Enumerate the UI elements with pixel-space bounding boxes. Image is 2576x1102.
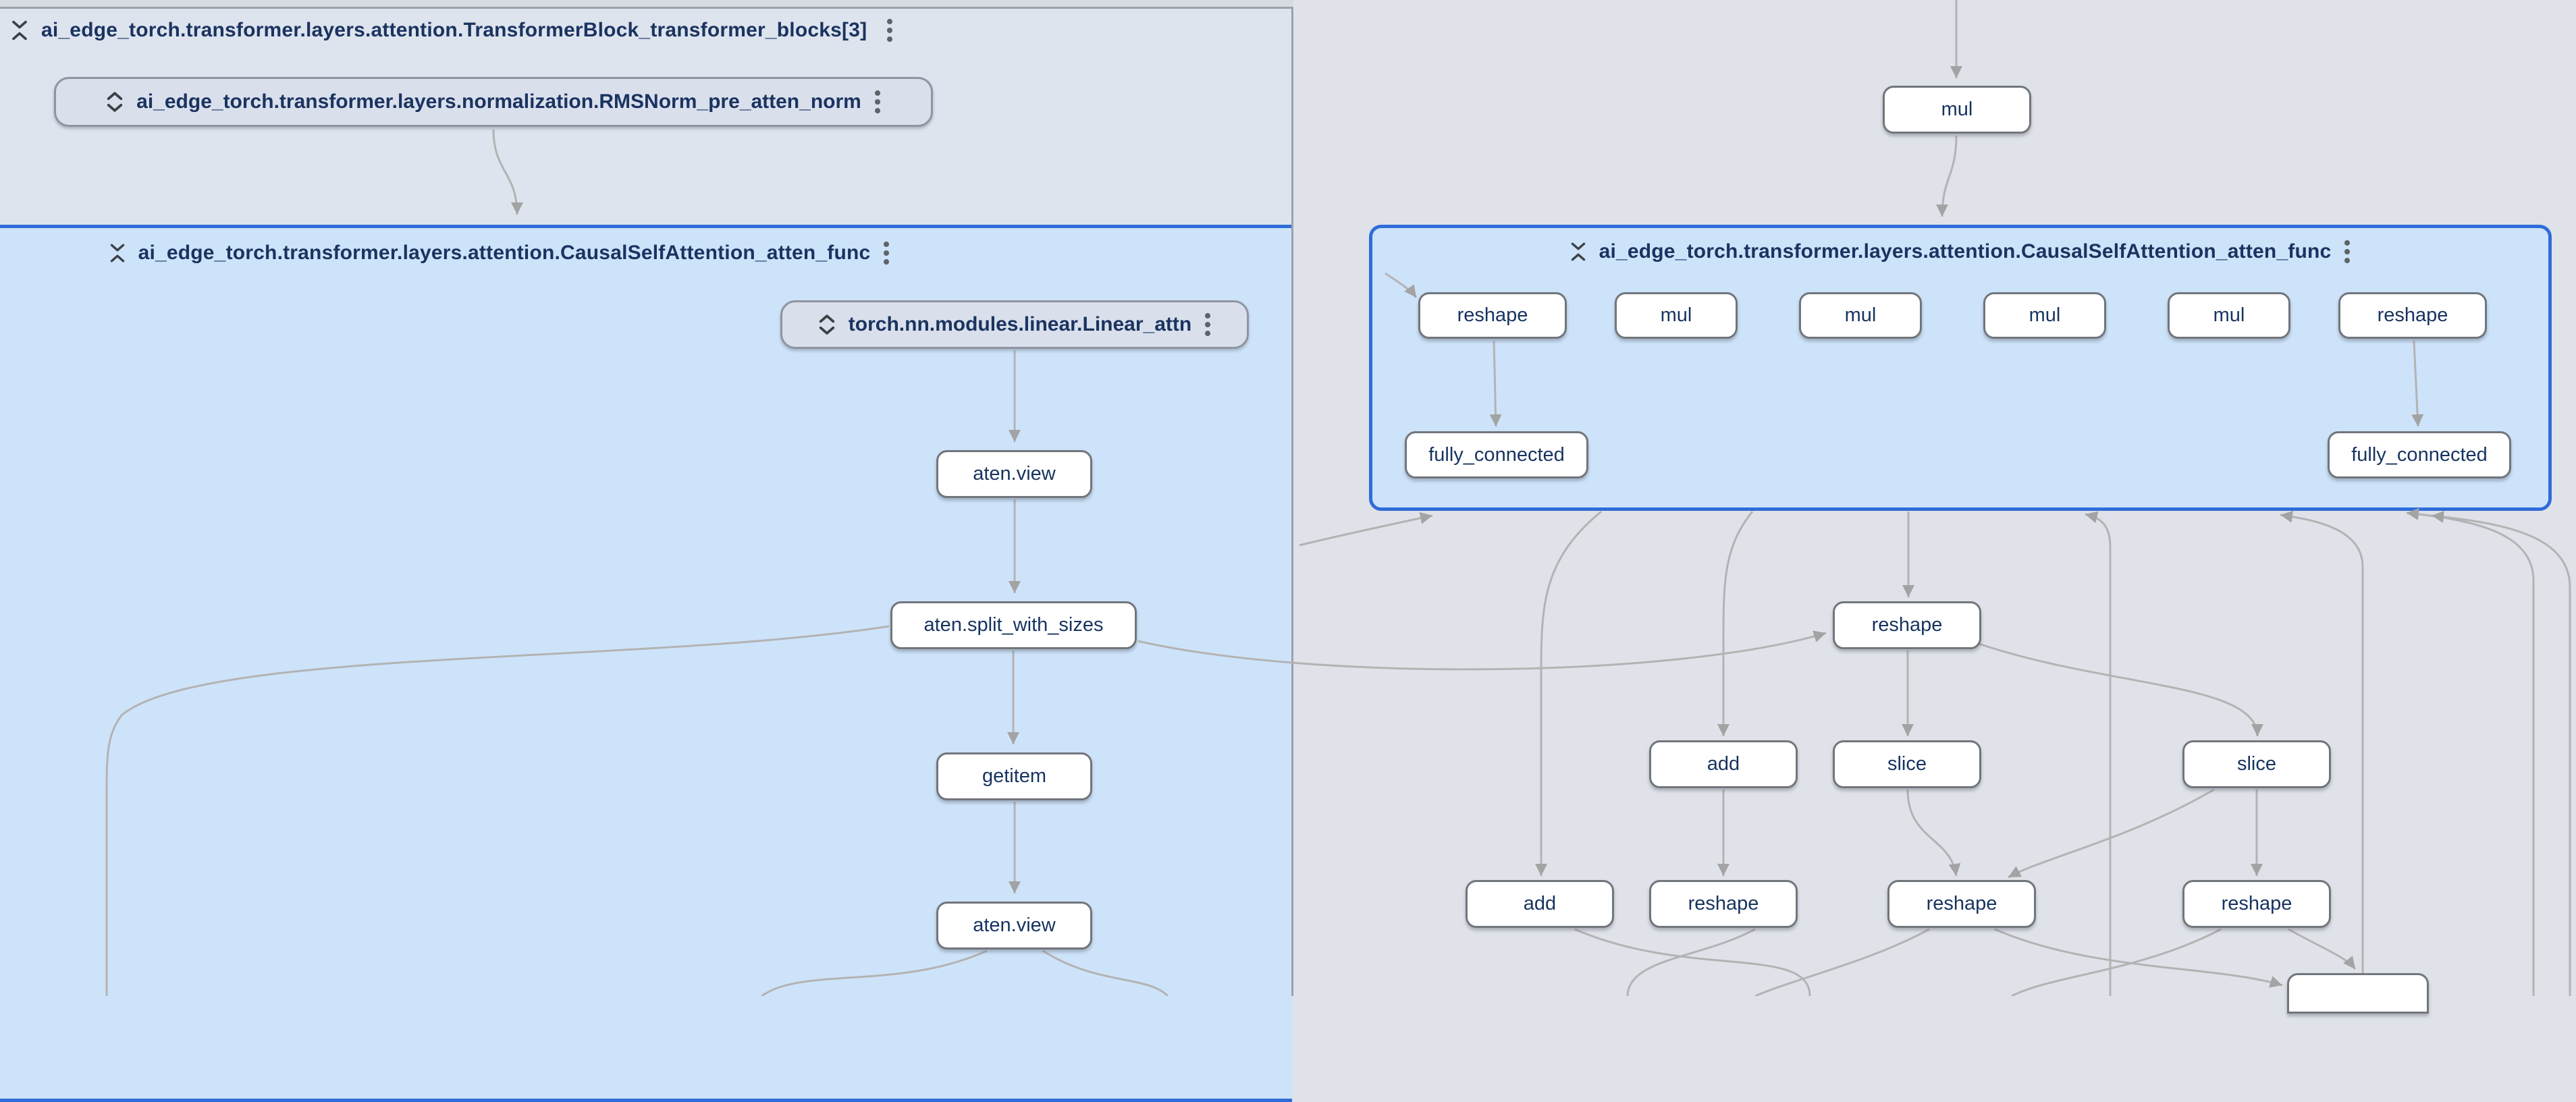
node-mul[interactable]: mul — [1615, 292, 1738, 339]
node-slice[interactable]: slice — [1833, 740, 1981, 788]
node-label: reshape — [2221, 893, 2292, 914]
panel-causal-right-titlebar: ai_edge_torch.transformer.layers.attenti… — [1369, 236, 2552, 267]
node-rmsnorm-pre-atten-norm[interactable]: ai_edge_torch.transformer.layers.normali… — [54, 77, 933, 127]
panel-causal-left-titlebar: ai_edge_torch.transformer.layers.attenti… — [0, 238, 999, 269]
node-label: aten.split_with_sizes — [923, 614, 1104, 636]
panel-transformer-block-border — [1291, 7, 1293, 996]
more-vert-icon[interactable] — [1204, 312, 1212, 337]
node-slice[interactable]: slice — [2182, 740, 2331, 788]
expand-icon[interactable] — [817, 312, 836, 337]
more-vert-icon[interactable] — [886, 18, 894, 43]
node-label: reshape — [1688, 893, 1759, 914]
node-label: add — [1707, 753, 1740, 775]
node-reshape[interactable]: reshape — [2182, 880, 2331, 928]
node-aten-view[interactable]: aten.view — [936, 450, 1092, 498]
node-aten-split-with-sizes[interactable]: aten.split_with_sizes — [890, 601, 1137, 649]
node-reshape[interactable]: reshape — [1418, 292, 1567, 339]
node-fully-connected[interactable]: fully_connected — [1405, 431, 1588, 478]
node-label: slice — [2236, 753, 2276, 775]
node-label: reshape — [1871, 614, 1943, 636]
node-label: mul — [1844, 304, 1877, 326]
node-reshape[interactable]: reshape — [2338, 292, 2487, 339]
node-label: mul — [1660, 304, 1692, 326]
panel-transformer-block-titlebar: ai_edge_torch.transformer.layers.attenti… — [10, 15, 894, 46]
node-mul[interactable]: mul — [1799, 292, 1922, 339]
panel-title: ai_edge_torch.transformer.layers.attenti… — [1599, 240, 2332, 263]
node-getitem[interactable]: getitem — [936, 752, 1092, 800]
node-label: fully_connected — [1428, 443, 1565, 466]
collapse-icon[interactable] — [109, 242, 126, 264]
node-reshape[interactable]: reshape — [1649, 880, 1798, 928]
node-label: add — [1523, 893, 1557, 914]
node-mul[interactable]: mul — [1983, 292, 2106, 339]
collapse-icon[interactable] — [10, 19, 29, 42]
graph-edges — [105, 0, 2571, 996]
node-label: mul — [1941, 99, 1973, 120]
panel-title: ai_edge_torch.transformer.layers.attenti… — [41, 19, 867, 41]
node-linear-attn[interactable]: torch.nn.modules.linear.Linear_attn — [780, 300, 1249, 349]
node-label: reshape — [1926, 893, 1997, 914]
node-mul[interactable]: mul — [1883, 86, 2031, 134]
more-vert-icon[interactable] — [2343, 239, 2351, 265]
expand-icon[interactable] — [105, 90, 124, 114]
node-label: mul — [2213, 304, 2245, 326]
more-vert-icon[interactable] — [874, 89, 882, 115]
node-label: torch.nn.modules.linear.Linear_attn — [848, 313, 1192, 335]
node-aten-view[interactable]: aten.view — [936, 902, 1092, 949]
node-label: reshape — [1457, 304, 1528, 326]
node-add[interactable]: add — [1466, 880, 1614, 928]
node-add[interactable]: add — [1649, 740, 1798, 788]
node-label: ai_edge_torch.transformer.layers.normali… — [136, 90, 861, 113]
node-label: getitem — [982, 765, 1047, 787]
node-fully-connected[interactable]: fully_connected — [2328, 431, 2511, 478]
canvas-top-strip — [0, 0, 1293, 7]
more-vert-icon[interactable] — [882, 240, 890, 266]
panel-title: ai_edge_torch.transformer.layers.attenti… — [138, 242, 871, 264]
panel-causal-self-attention-left[interactable] — [0, 225, 1292, 1102]
node-reshape[interactable]: reshape — [1887, 880, 2036, 928]
node-mul[interactable]: mul — [2168, 292, 2290, 339]
collapse-icon[interactable] — [1569, 241, 1587, 263]
node-partial-bottom[interactable] — [2287, 973, 2429, 1014]
node-label: mul — [2029, 304, 2061, 326]
node-reshape[interactable]: reshape — [1833, 601, 1981, 649]
node-label: fully_connected — [2351, 443, 2488, 466]
node-label: aten.view — [973, 914, 1056, 936]
node-label: slice — [1887, 753, 1927, 775]
node-label: aten.view — [973, 463, 1056, 485]
node-label: reshape — [2377, 304, 2448, 326]
